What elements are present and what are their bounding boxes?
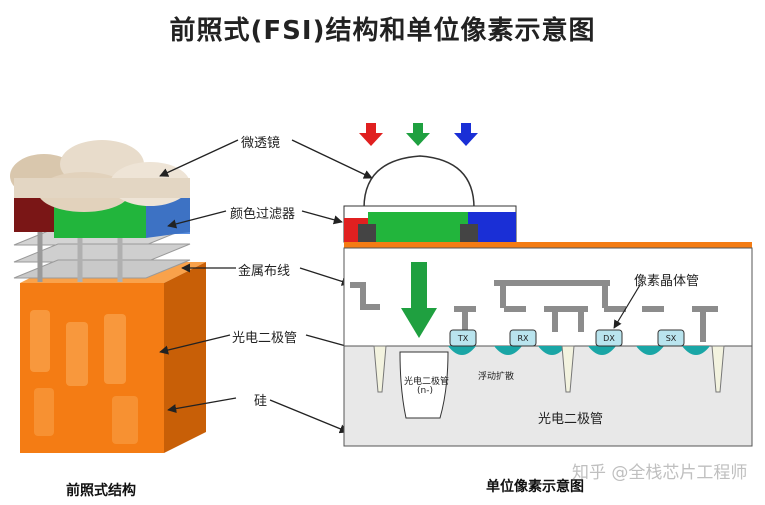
transistor-gates	[448, 329, 710, 355]
label-photodiode-bottom: 光电二极管	[538, 412, 604, 427]
label-photodiode: 光电二极管	[232, 331, 298, 346]
label-floating-diffusion: 浮动扩散	[478, 372, 515, 382]
silicon-leader	[167, 397, 237, 414]
label-metal-wiring: 金属布线	[238, 264, 291, 279]
label-photodiode-inner-2: (n-)	[417, 386, 433, 396]
microlens-right-leader	[291, 139, 373, 179]
color-filter-right-leader	[301, 210, 343, 225]
incident-light-arrows	[359, 123, 478, 146]
transistor-label-dx: DX	[603, 334, 615, 343]
color-filter-layer	[343, 205, 517, 243]
silicon-block	[20, 262, 206, 453]
isolation-trenches	[373, 345, 725, 393]
watermark: 知乎 @全栈芯片工程师	[572, 463, 748, 483]
caption-right: 单位像素示意图	[486, 479, 584, 495]
label-silicon: 硅	[254, 394, 268, 409]
label-pixel-transistor: 像素晶体管	[634, 274, 700, 289]
pixel-transistor-leader	[613, 284, 641, 329]
light-path-arrow	[401, 262, 437, 338]
silicon-right-leader	[269, 399, 349, 434]
left-structure	[10, 140, 206, 453]
microlens-dome	[363, 155, 475, 209]
transistor-label-tx: TX	[457, 334, 469, 343]
transistor-label-sx: SX	[665, 334, 677, 343]
photodiode-leader	[159, 334, 231, 355]
microlens-array	[10, 140, 190, 212]
transistor-label-rx: RX	[517, 334, 529, 343]
label-color-filter: 颜色过滤器	[230, 207, 296, 222]
right-metal-wiring	[350, 280, 718, 342]
dielectric-region	[343, 247, 753, 347]
photodiode-well	[399, 351, 449, 419]
label-photodiode-inner-1: 光电二极管	[404, 377, 450, 387]
metal-right-leader	[299, 267, 351, 286]
label-microlens: 微透镜	[241, 136, 281, 151]
caption-left: 前照式结构	[66, 483, 136, 499]
page-title: 前照式(FSI)结构和单位像素示意图	[169, 16, 596, 46]
passivation-layer	[344, 242, 752, 248]
color-filter-leader	[167, 210, 227, 229]
microlens-leader	[159, 139, 239, 177]
